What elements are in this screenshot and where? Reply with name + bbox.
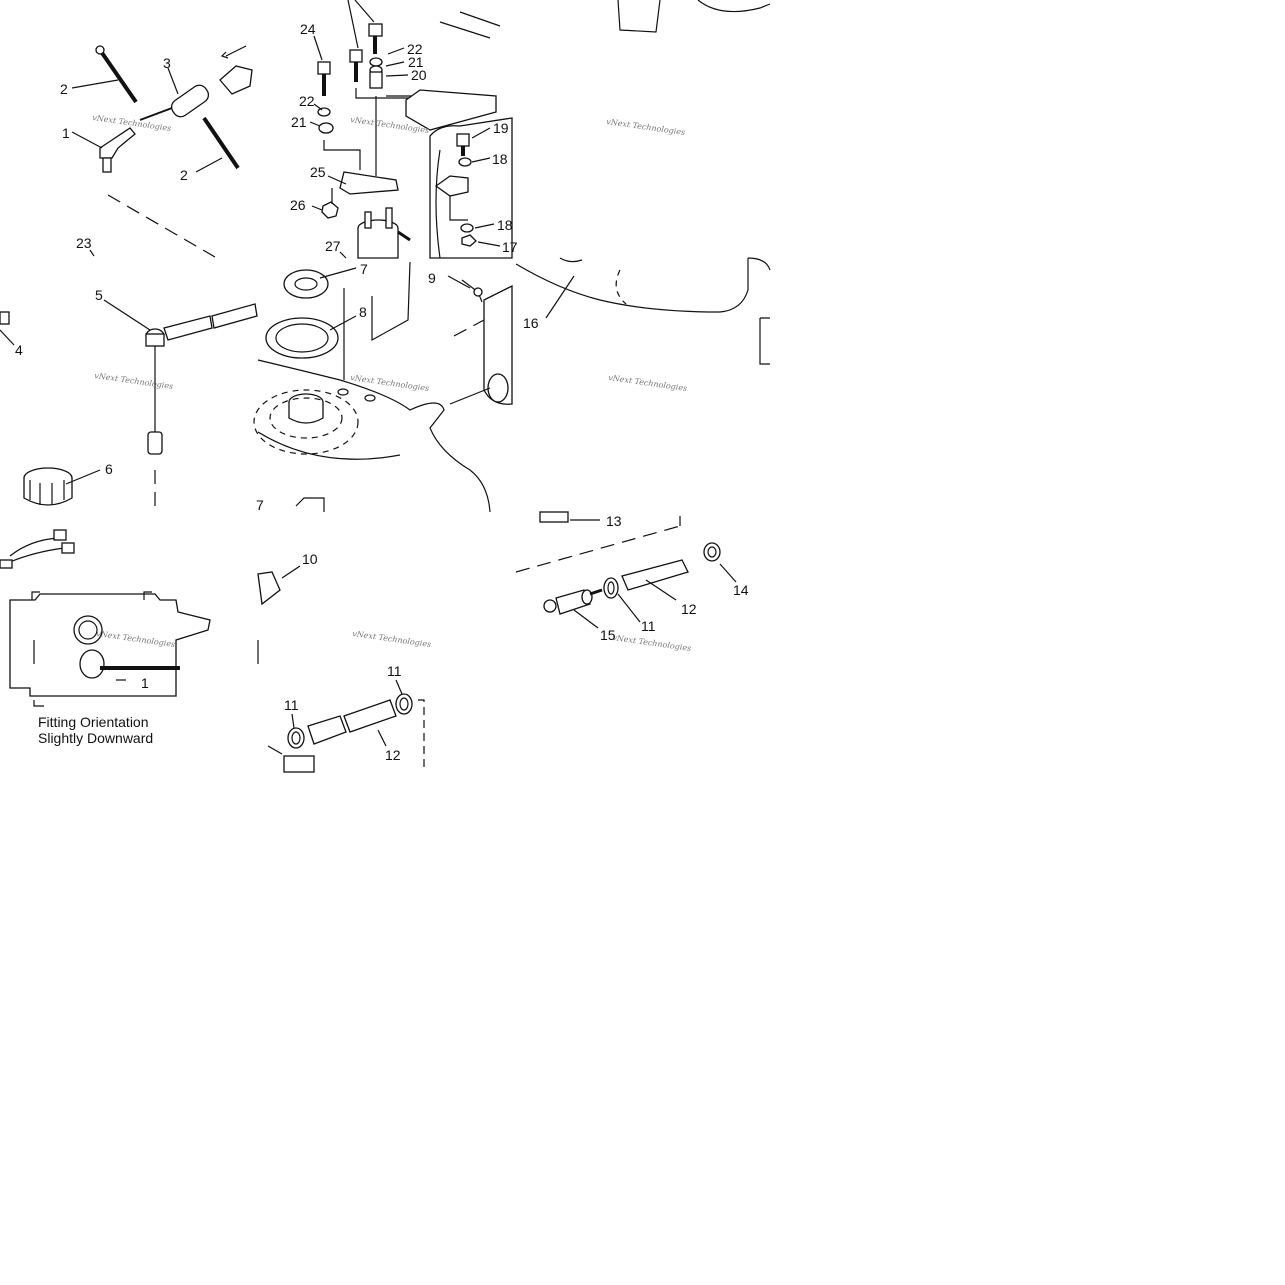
watermark: vNext Technologies [350, 373, 430, 393]
callout-number: 24 [300, 21, 316, 37]
bolt-part [456, 133, 470, 147]
washer-part [369, 57, 383, 67]
clamp-part [603, 577, 619, 599]
callout-number: 18 [497, 217, 513, 233]
panel-far-top-right [617, 0, 771, 33]
fuel-pump-part [357, 207, 411, 259]
bolt-24-part [317, 61, 331, 96]
watermark-group: vNext Technologies vNext Technologies vN… [92, 113, 692, 653]
nut-part [461, 234, 477, 247]
bracket-part [257, 571, 281, 606]
callout-number: 11 [284, 697, 299, 713]
callout-number: 21 [408, 54, 424, 70]
panel-top-left [71, 45, 253, 258]
callout-number: 7 [360, 261, 368, 277]
wiring-harness-part [0, 529, 75, 569]
watermark: vNext Technologies [606, 117, 686, 137]
callout-number: 19 [493, 120, 509, 136]
panel-bottom-left [0, 529, 211, 707]
callout-number: 17 [502, 239, 518, 255]
panel-top-right [429, 117, 513, 259]
callout-number: 15 [600, 627, 616, 643]
callout-number: 6 [105, 461, 113, 477]
panel-center-right [515, 257, 771, 365]
clamp-part [703, 542, 721, 562]
callout-number: 26 [290, 197, 306, 213]
panel-middle-left [0, 299, 258, 512]
hose-part [621, 559, 689, 591]
callout-number: 11 [387, 663, 402, 679]
bolt-part [95, 45, 138, 104]
callout-number: 3 [163, 55, 171, 71]
callout-number: 22 [407, 41, 423, 57]
callout-number: 12 [681, 601, 697, 617]
callout-number: 2 [60, 81, 68, 97]
gasket-part [283, 269, 329, 299]
nut-part [321, 201, 339, 219]
clamp-part [287, 727, 305, 749]
panel-top-center [309, 0, 501, 259]
connector-part [219, 45, 253, 95]
panel-center [253, 261, 513, 513]
fuel-cap-part [23, 467, 73, 506]
bracket-part [434, 175, 469, 197]
bolt-part [349, 49, 363, 82]
callout-number: 18 [492, 151, 508, 167]
callout-number: 9 [428, 270, 436, 286]
hose-part [139, 84, 210, 121]
callout-number: 5 [95, 287, 103, 303]
callout-number: 16 [523, 315, 539, 331]
washer-part [460, 223, 474, 233]
watermark: vNext Technologies [352, 629, 432, 649]
callout-number: 13 [606, 513, 622, 529]
caption-line: Fitting Orientation [38, 714, 149, 730]
bolt-part [368, 23, 383, 54]
fuel-filter-part [543, 588, 603, 615]
callout-number: 23 [76, 235, 92, 251]
callout-labels: 2 3 1 2 23 5 4 6 1 24 22 21 20 22 21 25 … [15, 21, 749, 763]
mount-bracket-part [405, 89, 497, 131]
elbow-fitting-part [99, 127, 136, 173]
hose-part [343, 699, 397, 733]
panel-bottom-center [257, 565, 425, 773]
fitting-part [0, 311, 10, 325]
fitting-orientation-caption: Fitting Orientation Slightly Downward [38, 714, 153, 746]
callout-number: 12 [385, 747, 401, 763]
callout-number: 8 [359, 304, 367, 320]
tank-top-part [257, 359, 491, 513]
callout-number: 21 [291, 114, 307, 130]
callout-number: 22 [299, 93, 315, 109]
callout-number: 27 [325, 238, 341, 254]
watermark: vNext Technologies [612, 633, 692, 653]
washer-part [458, 157, 472, 167]
fuel-sender-part [145, 303, 258, 455]
fitting-part [283, 755, 315, 773]
hose-part [307, 715, 347, 745]
callout-number: 20 [411, 67, 427, 83]
washer-part [317, 107, 331, 117]
callout-number: 14 [733, 582, 749, 598]
callout-number: 1 [62, 125, 70, 141]
watermark: vNext Technologies [608, 373, 688, 393]
callout-number: 25 [310, 164, 326, 180]
callout-number: 2 [180, 167, 188, 183]
clip-part [473, 287, 483, 297]
fuel-tank-outline [9, 591, 211, 707]
callout-number: 7 [256, 497, 264, 513]
callout-number: 11 [641, 618, 656, 634]
lockwasher-part [318, 122, 334, 134]
spacer-part [369, 71, 383, 89]
callout-number: 4 [15, 342, 23, 358]
watermark: vNext Technologies [94, 371, 174, 391]
panel-bottom-right [515, 511, 737, 629]
clamp-part [395, 693, 413, 715]
callout-number: 10 [302, 551, 318, 567]
fitting-part [539, 511, 569, 523]
bracket-part [339, 171, 399, 195]
tank-body-part [429, 117, 513, 259]
callout-number: 1 [141, 675, 149, 691]
bolt-part [202, 116, 240, 170]
caption-line: Slightly Downward [38, 730, 153, 746]
